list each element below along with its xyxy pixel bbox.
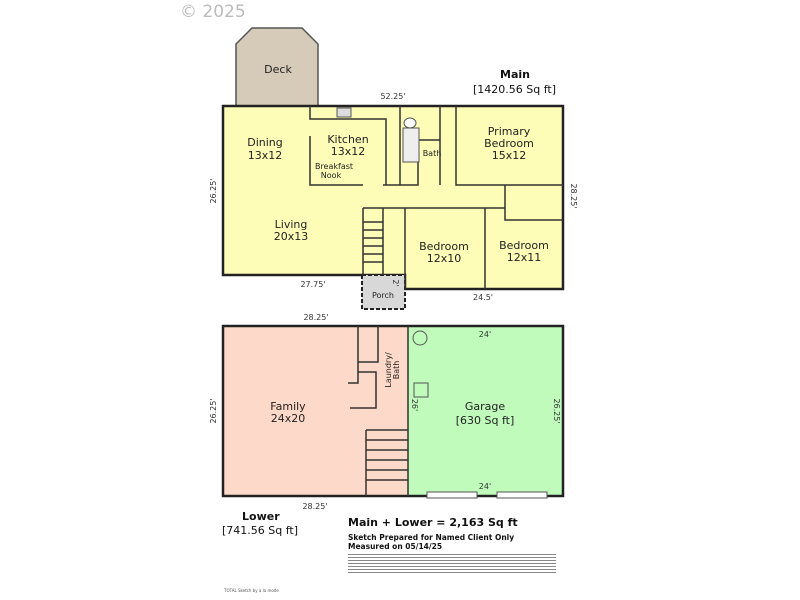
lower-area: [741.56 Sq ft] xyxy=(222,524,299,537)
dim-bottom-right: 24.5' xyxy=(473,293,493,302)
family-label: Family xyxy=(270,400,306,413)
kitchen-size: 13x12 xyxy=(331,145,366,158)
family-size: 24x20 xyxy=(271,412,306,425)
lower-interior-walls xyxy=(348,326,409,496)
dim-lower-top: 28.25' xyxy=(303,313,328,322)
dim-bottom-left: 27.75' xyxy=(300,280,325,289)
primary-size: 15x12 xyxy=(492,149,527,162)
dim-lower-left: 26.25' xyxy=(209,398,218,423)
living-label: Living xyxy=(275,218,308,231)
main-interior-walls xyxy=(309,106,563,289)
water-heater-icon xyxy=(412,330,428,346)
dim-garage-bottom: 24' xyxy=(479,482,491,491)
bedroom2-label: Bedroom xyxy=(499,239,549,252)
deck-label: Deck xyxy=(264,63,292,76)
garage-door-left xyxy=(426,491,478,499)
dining-label: Dining xyxy=(247,136,283,149)
lower-title: Lower xyxy=(242,510,280,523)
kitchen-label: Kitchen xyxy=(327,133,368,146)
main-title: Main xyxy=(500,68,530,81)
garage-area: [630 Sq ft] xyxy=(456,414,515,427)
porch-label: Porch xyxy=(372,291,394,300)
garage-door-right xyxy=(496,491,548,499)
dim-top: 52.25' xyxy=(380,92,405,101)
bedroom2-size: 12x11 xyxy=(507,251,542,264)
living-size: 20x13 xyxy=(274,230,309,243)
laundry-label-2: Bath xyxy=(392,361,401,380)
hatch-icon xyxy=(413,382,429,398)
dining-size: 13x12 xyxy=(248,149,283,162)
dim-lower-bottom: 28.25' xyxy=(302,502,327,511)
garage-label: Garage xyxy=(465,400,506,413)
sink-icon xyxy=(336,107,352,118)
primary-label-2: Bedroom xyxy=(484,137,534,150)
disclaimer-text-block xyxy=(348,553,556,573)
dim-garage-left: 26' xyxy=(410,399,419,411)
nook-label: Breakfast xyxy=(315,162,353,171)
garage xyxy=(408,326,563,496)
bath-label: Bath xyxy=(423,149,442,158)
prepared-note: Sketch Prepared for Named Client Only xyxy=(348,533,515,542)
toilet-icon xyxy=(403,117,417,129)
dim-right: 28.25' xyxy=(569,183,578,208)
lower-floor-outline xyxy=(221,324,565,498)
dim-porch: 2' xyxy=(391,279,400,286)
nook-label-2: Nook xyxy=(321,171,342,180)
dim-left: 26.25' xyxy=(209,178,218,203)
bedroom1-label: Bedroom xyxy=(419,240,469,253)
total-area: Main + Lower = 2,163 Sq ft xyxy=(348,516,518,529)
bedroom1-size: 12x10 xyxy=(427,252,462,265)
dim-garage-right: 26.25' xyxy=(552,398,561,423)
measured-date: Measured on 05/14/25 xyxy=(348,542,443,551)
footer-note: TOTAL Sketch by a la mode xyxy=(224,588,279,593)
watermark: © 2025 xyxy=(180,2,246,22)
main-area: [1420.56 Sq ft] xyxy=(473,83,557,96)
primary-label: Primary xyxy=(488,125,531,138)
bathtub-icon xyxy=(402,127,420,163)
dim-garage-top: 24' xyxy=(479,330,491,339)
laundry-label: Laundry/ xyxy=(384,352,393,388)
family-room xyxy=(223,326,408,496)
